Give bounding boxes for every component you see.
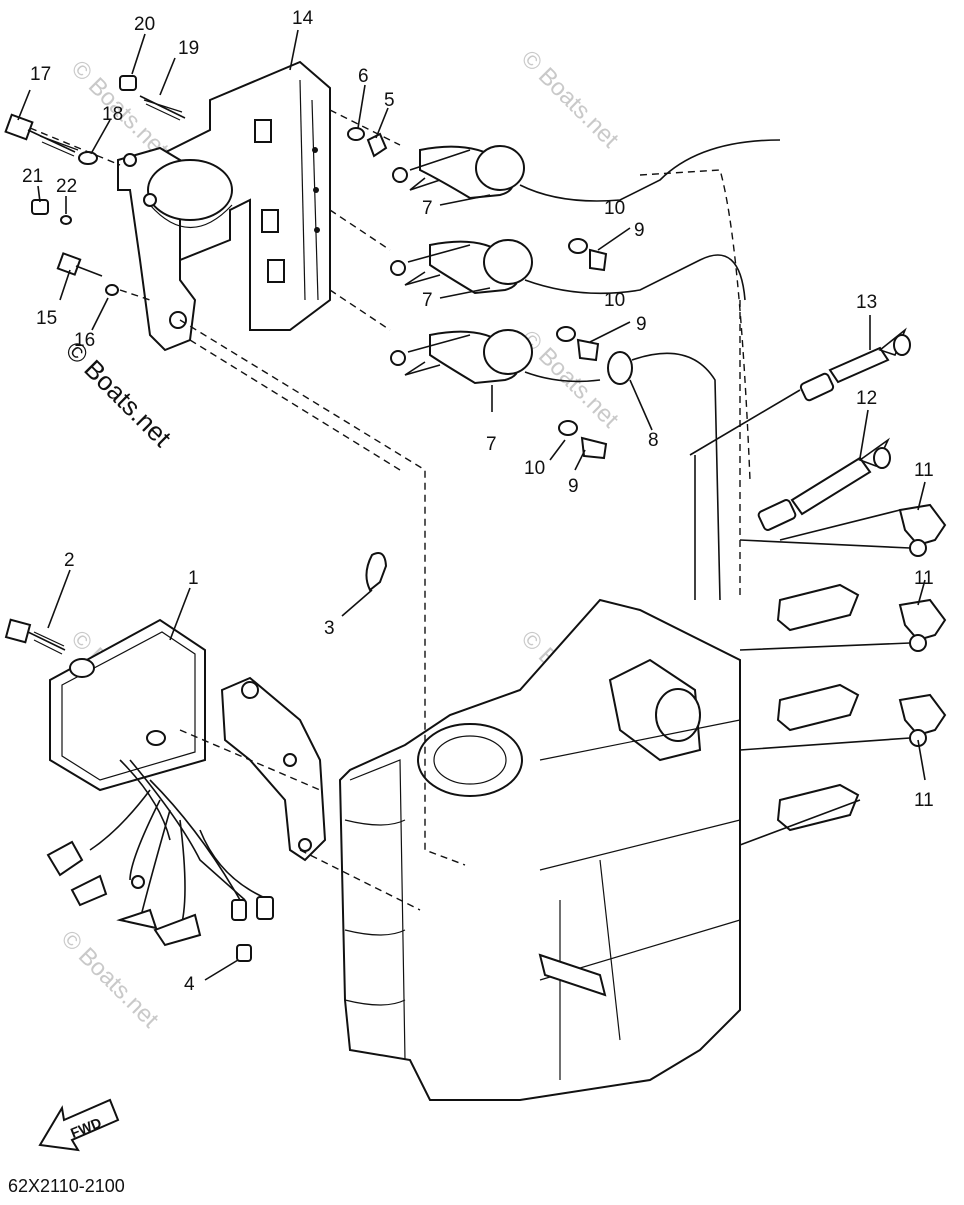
washer-18 [78, 151, 98, 165]
washer-16 [105, 284, 119, 296]
callout-14: 14 [292, 8, 314, 29]
washer-10 [556, 326, 576, 342]
bolt-21 [31, 199, 49, 215]
ignition-coil [392, 139, 781, 202]
screw-2 [4, 618, 66, 655]
fwd-arrow: FWD [38, 1098, 120, 1152]
callout-16: 16 [74, 330, 95, 351]
bolt-9 [580, 436, 608, 460]
callout-7c: 7 [486, 434, 497, 455]
plug-cap-11 [898, 693, 947, 747]
callout-2: 2 [64, 550, 75, 571]
plug-cap-11 [898, 598, 947, 652]
washer-10 [558, 420, 578, 436]
callout-9a: 9 [634, 220, 645, 241]
callout-15: 15 [36, 308, 57, 329]
washer-6 [347, 127, 365, 141]
engine-block [338, 598, 741, 1101]
callout-20: 20 [134, 14, 155, 35]
callout-10c: 10 [524, 458, 545, 479]
callout-8: 8 [648, 430, 659, 451]
leader-lines [17, 29, 926, 981]
callout-11a: 11 [914, 460, 934, 481]
callout-21: 21 [22, 166, 43, 187]
callout-9b: 9 [636, 314, 647, 335]
high-tension-cords [689, 327, 911, 600]
callout-12: 12 [856, 388, 877, 409]
watermark-dark: © Boats.net [60, 335, 178, 453]
ignition-coils [390, 139, 781, 601]
washer-10 [568, 238, 588, 254]
callout-18: 18 [102, 104, 123, 125]
washer-22 [60, 215, 72, 225]
spark-plug-caps [739, 503, 947, 846]
bracket-fasteners [4, 75, 186, 301]
callout-10b: 10 [604, 290, 625, 311]
callout-4: 4 [184, 974, 195, 995]
bolt-9 [576, 338, 600, 362]
callouts: 1 2 3 4 5 6 7 7 7 8 9 9 9 10 10 10 11 11… [22, 8, 934, 995]
cord-12 [757, 437, 891, 531]
callout-11b: 11 [914, 568, 934, 589]
cdi-unit [46, 618, 274, 947]
callout-19: 19 [178, 38, 199, 59]
nut-20 [119, 75, 137, 91]
callout-10a: 10 [604, 198, 625, 219]
callout-3: 3 [324, 618, 335, 639]
cap-4 [236, 944, 252, 962]
callout-6: 6 [358, 66, 369, 87]
spark-plugs [776, 583, 860, 832]
ignition-coil [390, 239, 746, 301]
watermark: © Boats.net [516, 45, 624, 153]
callout-9c: 9 [568, 476, 579, 497]
stud-19 [139, 95, 186, 121]
guide-lines [179, 109, 751, 911]
watermark: © Boats.net [56, 925, 164, 1033]
callout-1: 1 [188, 568, 199, 589]
clamp-3 [365, 552, 388, 592]
bolt-9 [589, 248, 608, 272]
callout-13: 13 [856, 292, 877, 313]
callout-7b: 7 [422, 290, 433, 311]
grommet-8 [607, 351, 633, 385]
drawing-code: 62X2110-2100 [8, 1176, 125, 1196]
callout-11c: 11 [914, 790, 934, 811]
bolt-15 [56, 252, 103, 277]
ignition-coil [390, 329, 601, 385]
bolt-17 [4, 113, 79, 157]
ignition-coil-bracket [117, 60, 331, 352]
sensor-bracket [220, 676, 327, 862]
callout-5: 5 [384, 90, 395, 111]
callout-22: 22 [56, 176, 77, 197]
callout-7a: 7 [422, 198, 433, 219]
callout-17: 17 [30, 64, 51, 85]
cord-13 [799, 327, 911, 402]
